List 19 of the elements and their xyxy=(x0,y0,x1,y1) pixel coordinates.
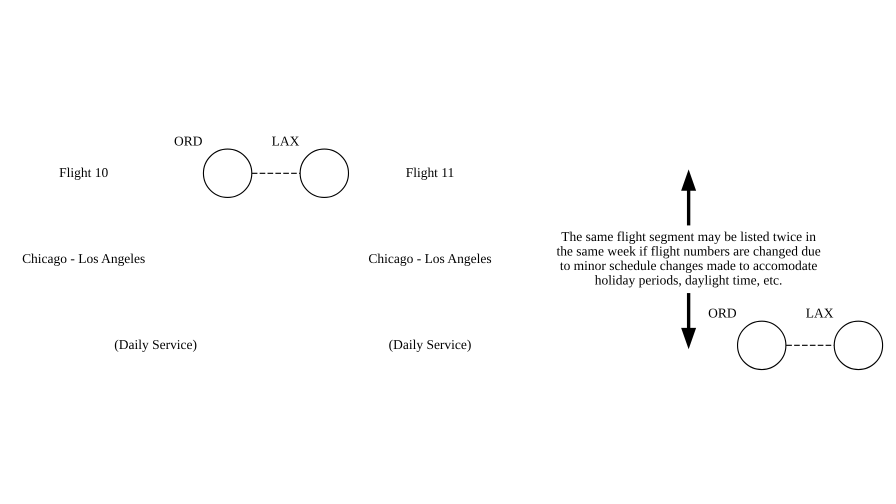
node-circle xyxy=(834,320,884,370)
label: (Daily Service) xyxy=(388,336,472,352)
connector xyxy=(786,344,834,346)
label: Chicago - Los Angeles xyxy=(368,250,492,266)
arrow xyxy=(681,293,696,350)
node-label: ORD xyxy=(174,133,202,148)
label: Flight 11 xyxy=(406,164,454,180)
label: Flight 10 xyxy=(59,164,108,180)
label: (Daily Service) xyxy=(114,336,198,352)
node-label: LAX xyxy=(272,133,300,148)
connector xyxy=(252,172,300,174)
node-text: The same flight segment may be listed twice in the same week if flight numbers are changed due to minor schedule changes made to accomodate holiday periods, daylight time, etc. xyxy=(556,228,821,288)
node-circle xyxy=(202,148,252,198)
node-label: LAX xyxy=(806,305,834,320)
label: Chicago - Los Angeles xyxy=(22,250,146,266)
arrow xyxy=(681,169,696,226)
node-circle xyxy=(300,148,350,198)
node-label: ORD xyxy=(708,305,737,320)
node-circle xyxy=(736,320,786,370)
